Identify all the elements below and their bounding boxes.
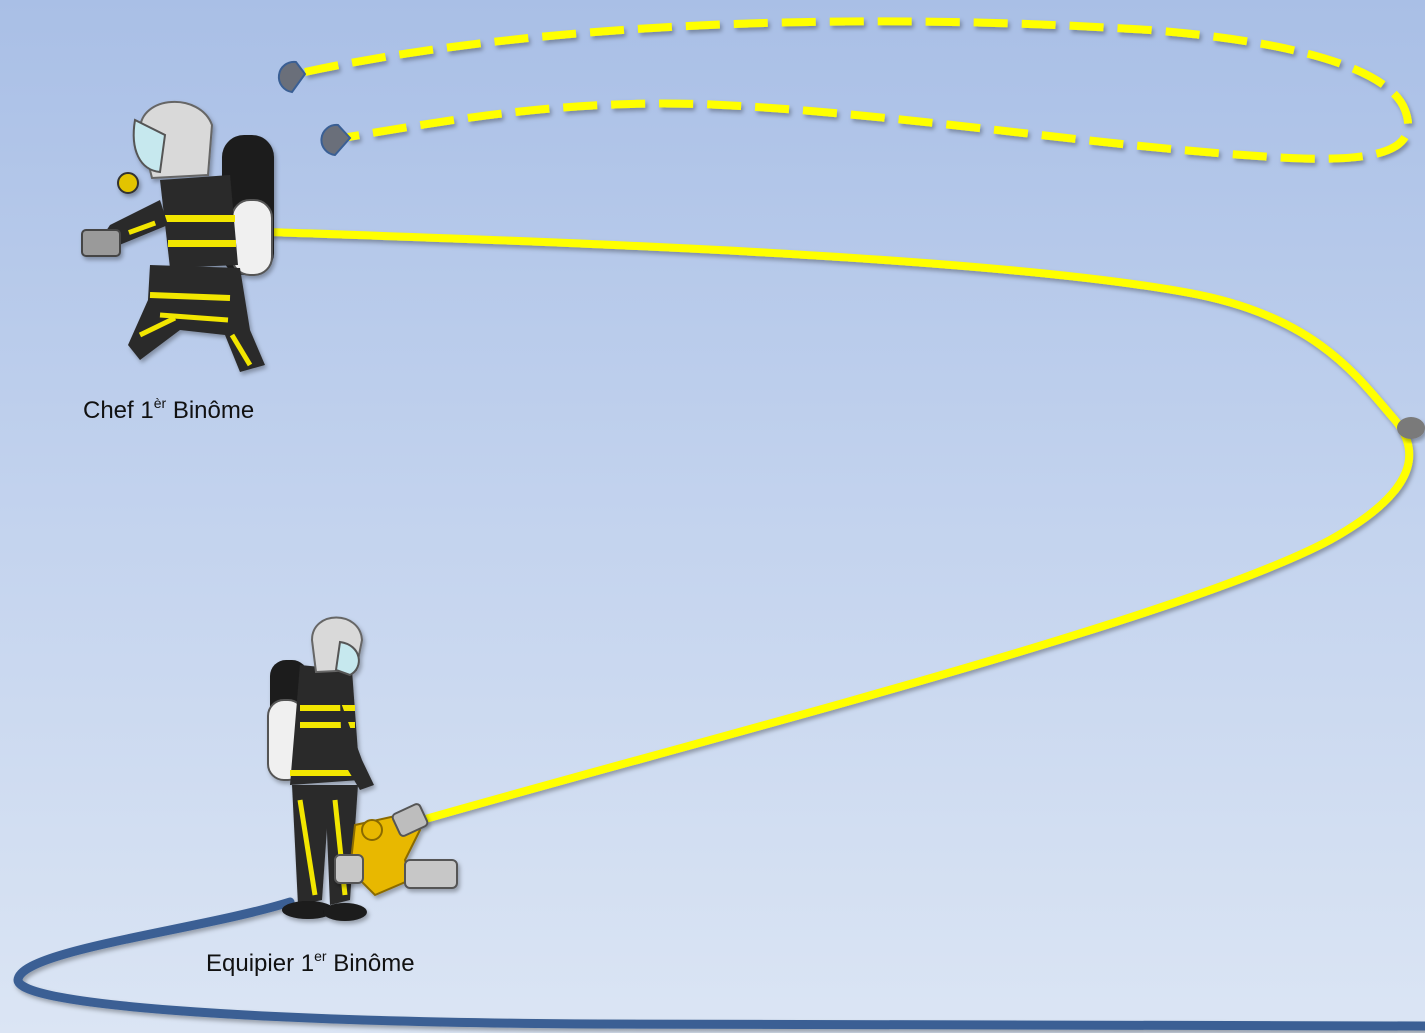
chef-label-sup: èr	[154, 395, 166, 411]
chef-label: Chef 1èr Binôme	[83, 396, 254, 423]
equipier-label: Equipier 1er Binôme	[206, 949, 415, 976]
hose-coupling-joint	[1397, 417, 1425, 439]
equipier-label-prefix: Equipier 1	[206, 950, 314, 977]
yellow-hose-solid	[268, 232, 1409, 822]
hose-end-cap-lower	[321, 125, 350, 155]
chef-label-suffix: Binôme	[166, 397, 254, 424]
yellow-hose-dashed-loop	[305, 21, 1408, 158]
equipier-label-suffix: Binôme	[327, 950, 415, 977]
chef-label-prefix: Chef 1	[83, 397, 154, 424]
firefighter-kneeling-icon	[82, 102, 274, 372]
hose-end-cap-upper	[279, 62, 305, 92]
equipier-label-sup: er	[314, 948, 326, 964]
